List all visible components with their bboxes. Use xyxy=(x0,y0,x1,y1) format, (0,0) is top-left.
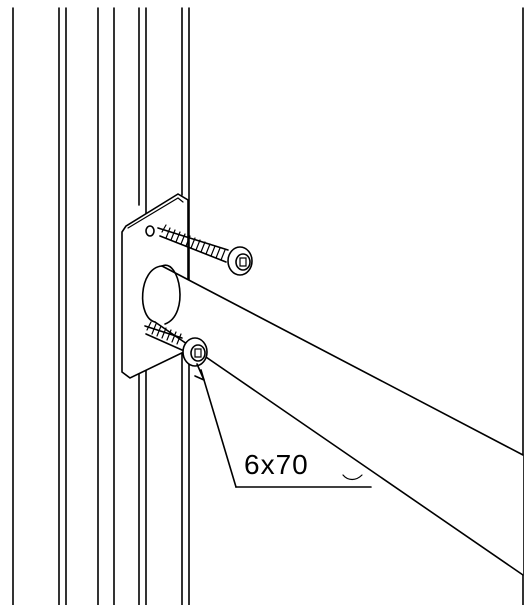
plate-hole xyxy=(145,225,155,237)
screw-thread xyxy=(161,224,226,261)
screw-size-label: 6x70 xyxy=(244,449,309,480)
callout-leader xyxy=(194,363,372,488)
screw xyxy=(144,321,208,367)
pipe xyxy=(141,264,524,576)
smile-mark xyxy=(342,474,363,481)
screw xyxy=(157,224,253,276)
